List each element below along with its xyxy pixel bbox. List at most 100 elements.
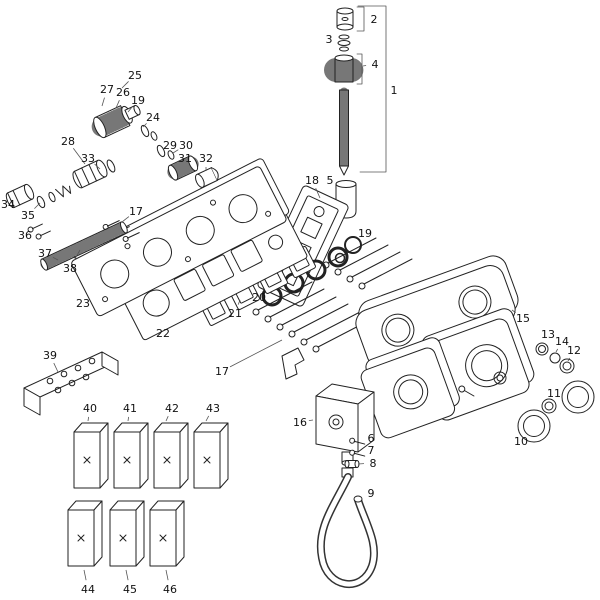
callout-leader-21 bbox=[237, 299, 241, 305]
callout-leader-38 bbox=[74, 249, 81, 261]
callout-label-20: 20 bbox=[252, 291, 266, 304]
callout-label-19: 19 bbox=[131, 94, 145, 107]
part-extension-box-40 bbox=[73, 422, 109, 489]
callout-label-22: 22 bbox=[156, 327, 170, 340]
callout-label-39: 39 bbox=[43, 349, 57, 362]
callout-label-28: 28 bbox=[61, 135, 75, 148]
callout-leader-17 bbox=[121, 216, 130, 223]
part-ring-14 bbox=[549, 352, 561, 364]
callout-label-17: 17 bbox=[129, 205, 143, 218]
callout-label-1: 1 bbox=[391, 84, 398, 97]
part-oring-29 bbox=[156, 144, 166, 158]
callout-leader-12 bbox=[567, 357, 571, 362]
part-group-cartridges bbox=[5, 104, 219, 271]
part-clip bbox=[281, 347, 305, 380]
callout-leader-24 bbox=[142, 123, 147, 128]
part-oring bbox=[150, 131, 158, 141]
part-mounting-bracket-39 bbox=[23, 351, 119, 416]
callout-leader-43 bbox=[205, 415, 210, 422]
part-knob-right bbox=[561, 380, 595, 414]
callout-label-41: 41 bbox=[123, 402, 137, 415]
callout-label-43: 43 bbox=[206, 402, 220, 415]
part-rod bbox=[339, 87, 349, 176]
part-screws-36 bbox=[27, 223, 51, 240]
callout-label-8: 8 bbox=[370, 457, 377, 470]
callout-label-3: 3 bbox=[326, 33, 333, 46]
part-extension-box-41 bbox=[113, 422, 149, 489]
callout-leader-33 bbox=[94, 163, 101, 170]
callout-label-44: 44 bbox=[81, 583, 95, 596]
callout-label-14: 14 bbox=[555, 335, 569, 348]
callout-label-4: 4 bbox=[372, 58, 379, 71]
callout-leader-39 bbox=[53, 362, 59, 373]
part-knurled-body bbox=[324, 54, 364, 83]
part-extension-box-46 bbox=[149, 500, 185, 567]
part-threaded-tube-37 bbox=[40, 221, 128, 271]
callout-label-5: 5 bbox=[327, 174, 334, 187]
callout-leader-37 bbox=[52, 256, 59, 261]
callout-leader-4 bbox=[362, 65, 367, 67]
part-oring-30 bbox=[167, 150, 175, 160]
callout-label-9: 9 bbox=[368, 487, 375, 500]
part-cap bbox=[336, 7, 354, 31]
part-spring bbox=[55, 185, 72, 198]
callout-label-19: 19 bbox=[358, 227, 372, 240]
callout-label-36: 36 bbox=[18, 229, 32, 242]
callout-leader-18 bbox=[315, 188, 321, 199]
part-thermostat-cartridge bbox=[91, 104, 141, 139]
part-oring-35 bbox=[36, 195, 46, 209]
callout-label-29: 29 bbox=[163, 139, 177, 152]
part-group-knobs bbox=[517, 342, 595, 443]
callout-label-23: 23 bbox=[76, 297, 90, 310]
callout-leader-14 bbox=[555, 348, 559, 353]
callout-label-42: 42 bbox=[165, 402, 179, 415]
callout-label-12: 12 bbox=[567, 344, 581, 357]
part-ring-11 bbox=[541, 398, 557, 414]
part-nut-8 bbox=[344, 460, 360, 468]
callout-label-11: 11 bbox=[547, 387, 561, 400]
callout-leader-25 bbox=[121, 81, 129, 89]
callout-bracket-lines bbox=[356, 5, 387, 173]
callout-leader-26 bbox=[115, 100, 120, 109]
callout-label-16: 16 bbox=[293, 416, 307, 429]
part-small-fasteners-right bbox=[458, 371, 507, 397]
part-shower-hose-9 bbox=[316, 467, 378, 588]
callout-label-40: 40 bbox=[83, 402, 97, 415]
callout-label-27: 27 bbox=[100, 83, 114, 96]
callout-leader-19 bbox=[127, 106, 133, 113]
callout-label-2: 2 bbox=[371, 13, 378, 26]
callout-label-17: 17 bbox=[215, 365, 229, 378]
callout-leader-15 bbox=[511, 309, 516, 314]
part-check-valve-34 bbox=[5, 183, 35, 209]
part-valve-body-16 bbox=[315, 383, 375, 466]
callout-label-37: 37 bbox=[38, 247, 52, 260]
part-extension-box-43 bbox=[193, 422, 229, 489]
callout-leader-40 bbox=[87, 416, 89, 422]
callout-leader-16 bbox=[308, 419, 314, 421]
part-housing-left bbox=[360, 337, 460, 439]
callout-leader-46 bbox=[165, 569, 169, 581]
part-group-rod-column bbox=[324, 5, 387, 219]
part-oring bbox=[48, 191, 56, 203]
callout-label-13: 13 bbox=[541, 328, 555, 341]
callout-label-6: 6 bbox=[368, 432, 375, 445]
callout-label-35: 35 bbox=[21, 209, 35, 222]
part-extension-box-42 bbox=[153, 422, 189, 489]
callout-label-10: 10 bbox=[514, 435, 528, 448]
callout-leader-30 bbox=[172, 149, 179, 154]
callout-label-31: 31 bbox=[178, 152, 192, 165]
part-extension-box-45 bbox=[109, 500, 145, 567]
callout-label-26: 26 bbox=[116, 86, 130, 99]
callout-label-30: 30 bbox=[179, 139, 193, 152]
callout-label-18: 18 bbox=[305, 174, 319, 187]
part-oring-24 bbox=[140, 124, 150, 138]
callout-label-15: 15 bbox=[516, 312, 530, 325]
callout-label-34: 34 bbox=[1, 198, 15, 211]
part-ring-12 bbox=[559, 358, 575, 374]
part-oring-19-mid bbox=[334, 236, 362, 264]
part-extension-box-44 bbox=[67, 500, 103, 567]
callout-leader-44 bbox=[83, 569, 87, 581]
callout-label-46: 46 bbox=[163, 583, 177, 596]
